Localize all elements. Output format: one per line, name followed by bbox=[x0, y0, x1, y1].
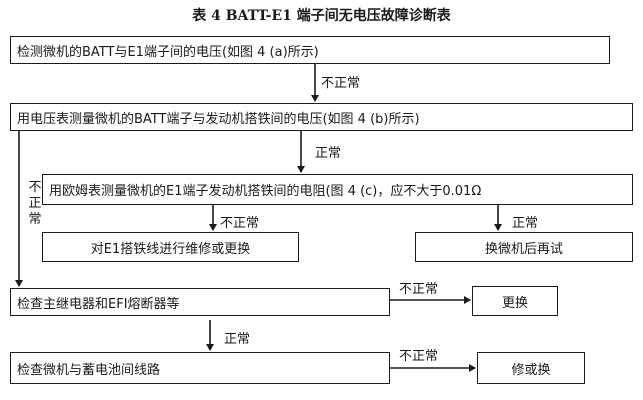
edge-label-e5-abnormal: 不正常 bbox=[399, 282, 439, 297]
edge-label-e5-normal: 正常 bbox=[224, 332, 251, 347]
step5-box: 检查主继电器和EFI熔断器等 bbox=[10, 288, 390, 316]
step5-result-box: 更换 bbox=[472, 286, 558, 316]
step2-box: 用电压表测量微机的BATT端子与发动机搭铁间的电压(如图 4 (b)所示) bbox=[10, 103, 633, 131]
step6-result-box: 修或换 bbox=[477, 352, 585, 384]
edge-label-e2-normal: 正常 bbox=[315, 146, 342, 161]
step4-left-box: 对E1搭铁线进行维修或更换 bbox=[42, 232, 299, 262]
step4-right-box: 换微机后再试 bbox=[415, 232, 633, 262]
edge-label-e1-abnormal: 不正常 bbox=[321, 76, 361, 91]
edge-label-side-abnormal: 不正常 bbox=[28, 180, 42, 227]
edge-label-e3-normal: 正常 bbox=[512, 216, 539, 231]
step1-box: 检测微机的BATT与E1端子间的电压(如图 4 (a)所示) bbox=[10, 36, 610, 64]
step3-box: 用欧姆表测量微机的E1端子发动机搭铁间的电阻(图 4 (c)，应不大于0.01Ω bbox=[42, 174, 633, 205]
diagram-title: 表 4 BATT-E1 端子间无电压故障诊断表 bbox=[192, 8, 451, 24]
edge-label-e3-abnormal: 不正常 bbox=[220, 216, 260, 231]
edge-label-e6-abnormal: 不正常 bbox=[399, 349, 439, 364]
step6-box: 检查微机与蓄电池间线路 bbox=[10, 352, 390, 384]
